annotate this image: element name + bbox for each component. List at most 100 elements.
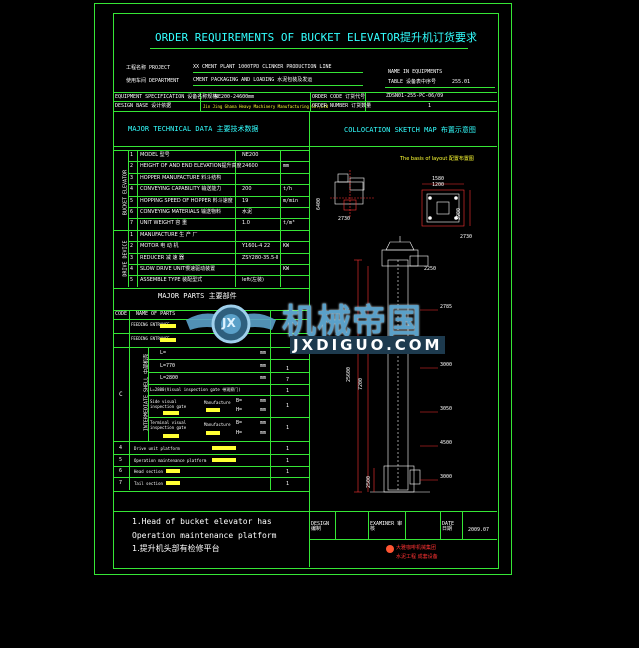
feed-entrance-1: FEEDING ENTRANCE	[131, 322, 170, 327]
shell-l: L=	[160, 350, 167, 356]
intermediate-shell-label: INTERMEDIATE SHELL 中部机壳	[143, 353, 150, 432]
data-row-number: 5	[130, 198, 134, 204]
dim-1: 1580	[432, 176, 444, 182]
elevator-sketch: 1580 1200 2730 2730 25600 2785 3000 3050…	[316, 170, 472, 493]
dim-7: 3000	[440, 362, 452, 368]
sketch-note: The basis of layout 配置布置图	[400, 156, 474, 162]
op-code: 5	[119, 457, 123, 463]
data-row-label: CONVEYING MATERIALS 输送物料	[140, 209, 221, 215]
dim-5: 25600	[346, 367, 352, 382]
dim-4: 2730	[460, 234, 472, 240]
data-row-number: 2	[130, 163, 134, 169]
data-row-value: NE200	[242, 152, 259, 158]
data-row-value: 1.0	[242, 220, 250, 226]
table-label: TABLE 设备表中序号	[388, 79, 437, 85]
data-row-unit: m/min	[283, 198, 299, 204]
terminal-h: H=	[236, 430, 243, 436]
dim-8: 3050	[440, 406, 452, 412]
plan-right	[421, 183, 471, 227]
side-b-mm: mm	[260, 398, 267, 404]
data-row-number: 4	[130, 266, 134, 272]
examiner-label: EXAMINER 审 核	[370, 521, 403, 532]
side-b: B=	[236, 398, 243, 404]
side-manufacture: Manufacture	[204, 400, 231, 405]
data-row-unit: KW	[283, 243, 290, 249]
terminal-manufacture: Manufacture	[204, 422, 231, 427]
group-bucket-elevator-label: BUCKET ELEVATOR	[122, 169, 129, 216]
note-cn: 1.提升机头部有检修平台	[132, 544, 220, 553]
dimension-labels: 1580 1200 2730 2730 25600 2785 3000 3050…	[316, 176, 472, 488]
order-number-label: ORDER NUMBER 订货数量	[312, 103, 372, 109]
outer-frame	[94, 3, 512, 575]
company-sub: 水泥工程 成套设备	[396, 554, 438, 560]
date-value: 2009.07	[468, 527, 490, 533]
order-number-value: 1	[428, 103, 432, 109]
data-row-label: ASSEMBLE TYPE 装配型式	[140, 277, 203, 283]
drive-qty: 1	[286, 446, 290, 452]
inner-frame	[113, 13, 499, 569]
date-label: DATE 日期	[442, 521, 455, 532]
data-row-label: SLOW DRIVE UNIT慢速驱动装置	[140, 266, 216, 272]
head-qty: 1	[286, 469, 290, 475]
head-code: 6	[119, 468, 123, 474]
note-en: 1.Head of bucket elevator has Operation …	[132, 517, 277, 540]
data-row-number: 4	[130, 186, 134, 192]
data-row-value: ZSY280-35.5-Ⅱ	[242, 255, 279, 261]
sketch-heading: COLLOCATION SKETCH MAP 布置示意图	[344, 126, 476, 134]
op-qty: 1	[286, 458, 290, 464]
company-name: 大雅咖啡机械集团	[396, 545, 437, 551]
data-row-number: 2	[130, 243, 134, 249]
data-row-number: 3	[130, 255, 134, 261]
data-row-number: 1	[130, 152, 134, 158]
watermark-cn: 机械帝国	[282, 302, 422, 342]
drive-platform: Drive unit platform	[134, 446, 180, 451]
data-row-value: 24600	[242, 163, 258, 169]
data-row-label: MODEL 型号	[140, 152, 170, 158]
data-row-label: REDUCER 减 速 器	[140, 255, 185, 261]
head-section: Head section	[134, 469, 163, 474]
data-row-unit: t/m³	[283, 220, 296, 226]
side-qty: 1	[286, 403, 290, 409]
tail-code: 7	[119, 480, 123, 486]
parts-code-c: C	[119, 391, 123, 398]
dim-12: 6400	[316, 198, 322, 210]
dim-6: 2785	[440, 304, 452, 310]
data-row-label: MANUFACTURE 生 产 厂	[140, 232, 198, 238]
project-label: 工程名称 PROJECT	[126, 65, 171, 71]
data-row-unit: KW	[283, 266, 290, 272]
major-data-table	[113, 150, 309, 289]
data-row-number: 1	[130, 232, 134, 238]
department-value: CMENT PACKAGING AND LOADING 水泥包装及发运	[193, 77, 313, 83]
data-row-number: 6	[130, 209, 134, 215]
plan-left	[330, 170, 375, 218]
tail-section: Tail section	[134, 481, 163, 486]
data-row-label: HEIGHT OF AND END ELEVATION提升高度	[140, 163, 242, 169]
group-drive-device-label: DRIVE DEVICE	[122, 240, 129, 277]
page-title: ORDER REQUIREMENTS OF BUCKET ELEVATOR提升机…	[155, 31, 478, 44]
spec-value: NE200-24600mm	[215, 94, 255, 100]
project-value: XX CMENT PLANT 1000TPD CLINKER PRODUCTIO…	[193, 64, 332, 70]
shell-l-mm: mm	[260, 350, 267, 356]
drive-code: 4	[119, 445, 123, 451]
shell-l2-qty: 7	[286, 377, 290, 383]
data-row-number: 7	[130, 220, 134, 226]
dim-13: 7200	[358, 378, 364, 390]
tail-qty: 1	[286, 481, 290, 487]
terminal-visual-gate: Terminal visual inspection gate	[150, 420, 187, 430]
parts-heading: MAJOR PARTS 主要部件	[158, 292, 237, 300]
order-code-value: ZDSN01-255-PC-06/09	[386, 93, 444, 99]
data-row-value: 200	[242, 186, 252, 192]
data-row-label: HOPPING SPEED OF HOPPER 料斗速度	[140, 198, 233, 204]
major-data-heading: MAJOR TECHNICAL DATA 主要技术数据	[128, 125, 259, 133]
terminal-qty: 1	[286, 425, 290, 431]
data-row-value: 19	[242, 198, 249, 204]
terminal-b: B=	[236, 420, 243, 426]
op-platform: Operation maintenance platform	[134, 458, 207, 463]
watermark-logo-icon	[186, 304, 276, 344]
dim-11: 2500	[366, 476, 372, 488]
shell-l2-mm: mm	[260, 375, 267, 381]
data-row-label: CONVEYING CAPABILITY 输送能力	[140, 186, 222, 192]
data-row-label: MOTOR 电 动 机	[140, 243, 179, 249]
terminal-h-mm: mm	[260, 430, 267, 436]
elevator-column	[370, 236, 430, 493]
